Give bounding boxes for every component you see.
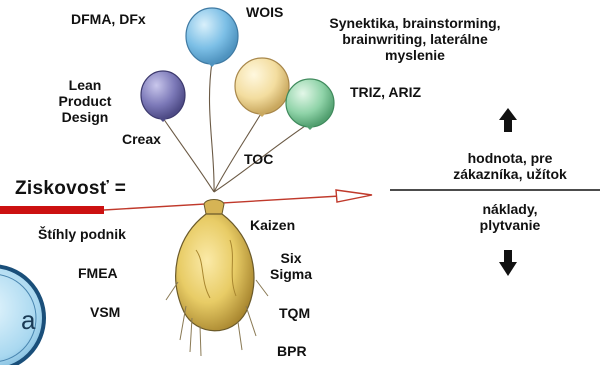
label-vsm: VSM (90, 304, 120, 320)
label-numerator: hodnota, pre zákazníka, užítok (420, 150, 600, 182)
label-creax: Creax (122, 131, 161, 147)
label-six-line1: Six (270, 250, 312, 266)
label-synektika-line1: Synektika, brainstorming, (300, 15, 530, 31)
profit-arrow (104, 190, 372, 210)
label-kaizen: Kaizen (250, 217, 295, 233)
arrow-down-icon (499, 250, 517, 276)
label-denominator-line1: náklady, (440, 201, 580, 217)
label-dfma: DFMA, DFx (71, 11, 146, 27)
label-stihly-podnik: Štíhly podnik (38, 226, 126, 242)
balloon-cream (235, 58, 289, 117)
label-lean-line1: Lean (50, 77, 120, 93)
label-six-sigma: Six Sigma (270, 250, 312, 282)
label-tqm: TQM (279, 305, 310, 321)
label-synektika-line3: myslenie (300, 47, 530, 63)
label-denominator: náklady, plytvanie (440, 201, 580, 233)
label-denominator-line2: plytvanie (440, 217, 580, 233)
label-numerator-line1: hodnota, pre (420, 150, 600, 166)
label-numerator-line2: zákazníka, užítok (420, 166, 600, 182)
balloon-blue (186, 8, 238, 67)
label-synektika-line2: brainwriting, laterálne (300, 31, 530, 47)
label-lean-line3: Design (50, 109, 120, 125)
arrow-up-icon (499, 108, 517, 132)
label-six-line2: Sigma (270, 266, 312, 282)
label-wois: WOIS (246, 4, 283, 20)
label-toc: TOC (244, 151, 273, 167)
label-triz: TRIZ, ARIZ (350, 84, 421, 100)
label-synektika: Synektika, brainstorming, brainwriting, … (300, 15, 530, 63)
label-lean-line2: Product (50, 93, 120, 109)
badge-fragment-text: a (21, 306, 35, 334)
balloon-purple (141, 71, 185, 122)
label-profit: Ziskovosť = (15, 178, 126, 200)
profit-bar (0, 206, 104, 214)
label-bpr: BPR (277, 343, 307, 359)
label-lean-product-design: Lean Product Design (50, 77, 120, 125)
label-fmea: FMEA (78, 265, 118, 281)
balloon-green (286, 79, 334, 130)
